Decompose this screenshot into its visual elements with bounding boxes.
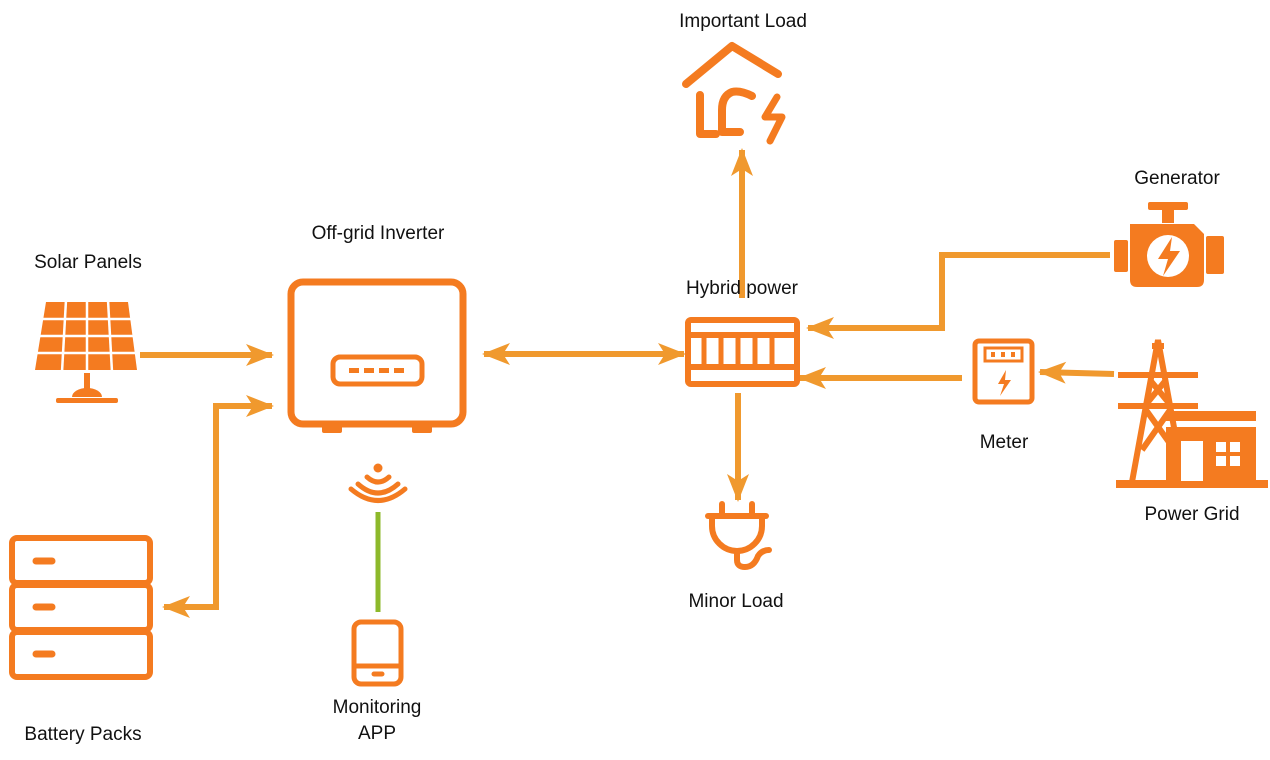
hybrid-power-box-icon <box>685 317 800 387</box>
monitoring-app-label: Monitoring APP <box>333 695 422 747</box>
meter-icon <box>972 338 1035 405</box>
arrow-grid-to-meter <box>1038 361 1115 384</box>
inverter-label: Off-grid Inverter <box>311 223 445 244</box>
power-grid-label: Power Grid <box>1144 504 1240 525</box>
hybrid-power-label: Hybrid power <box>686 278 798 299</box>
solar-panel-icon <box>33 299 139 403</box>
solar-panels-label: Solar Panels <box>34 252 142 273</box>
house-power-icon <box>682 42 786 145</box>
monitoring-app-label-line2: APP <box>357 723 397 744</box>
minor-load-label: Minor Load <box>688 591 784 612</box>
power-grid-icon <box>1116 339 1268 488</box>
smartphone-icon <box>351 619 404 687</box>
monitoring-app-label-line1: Monitoring <box>332 697 422 718</box>
arrow-battery-inverter <box>162 395 274 618</box>
inverter-icon <box>287 278 467 433</box>
plug-icon <box>705 501 772 570</box>
important-load-label: Important Load <box>679 11 807 32</box>
generator-engine-icon <box>1114 202 1224 287</box>
wifi-icon <box>348 463 408 503</box>
battery-packs-label: Battery Packs <box>24 724 142 745</box>
battery-stack-icon <box>9 535 153 680</box>
arrow-generator-to-hybrid <box>806 252 1110 339</box>
generator-label: Generator <box>1134 168 1220 189</box>
meter-label: Meter <box>979 432 1029 453</box>
